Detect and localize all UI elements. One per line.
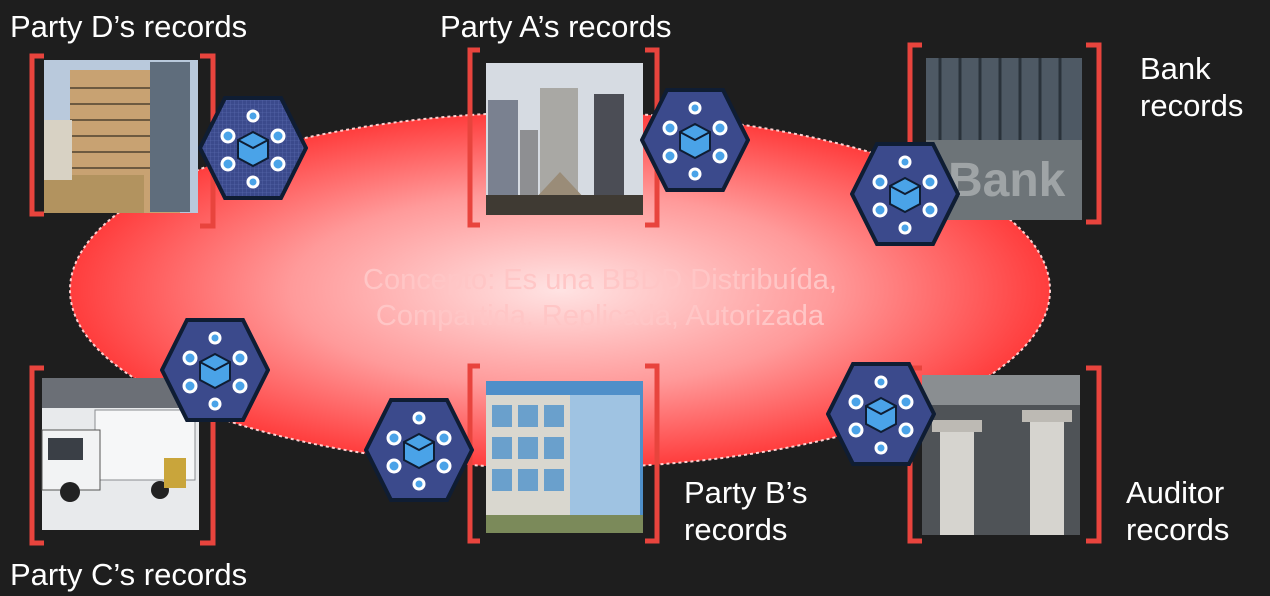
cube-icon bbox=[403, 432, 435, 470]
bracket-icon bbox=[1086, 42, 1102, 225]
delivery-truck-photo bbox=[41, 378, 199, 530]
ledger-node-icon bbox=[198, 96, 308, 200]
party-b-label: Party B’s records bbox=[684, 475, 808, 547]
bracket-icon bbox=[29, 365, 44, 546]
courthouse-columns-photo bbox=[922, 375, 1080, 535]
ledger-node-icon bbox=[826, 362, 936, 466]
office-building-photo bbox=[44, 60, 198, 213]
bank-building-photo bbox=[926, 58, 1082, 220]
bracket-icon bbox=[467, 47, 480, 228]
cube-icon bbox=[199, 352, 231, 390]
bank-sign-text: Bank bbox=[948, 154, 1066, 207]
auditor-label: Auditor records bbox=[1126, 475, 1230, 547]
bracket-icon bbox=[1086, 365, 1102, 544]
concept-line-1: Concepto: Es una BBDD Distribuída, bbox=[363, 264, 837, 296]
concept-text: Concepto: Es una BBDD Distribuída, Compa… bbox=[230, 262, 970, 334]
ledger-node-icon bbox=[850, 142, 960, 246]
ledger-node-icon bbox=[364, 398, 474, 502]
cube-icon bbox=[865, 396, 897, 434]
cube-icon bbox=[679, 122, 711, 160]
bracket-icon bbox=[645, 363, 660, 544]
ledger-node-icon bbox=[160, 318, 270, 422]
bank-label: Bank records bbox=[1140, 51, 1244, 123]
bracket-icon bbox=[29, 53, 44, 217]
party-d-label: Party D’s records bbox=[10, 9, 248, 44]
ledger-node-icon bbox=[640, 88, 750, 192]
city-skyline-photo bbox=[486, 63, 643, 215]
party-a-label: Party A’s records bbox=[440, 9, 672, 44]
concept-line-2: Compartida, Replicada, Autorizada bbox=[375, 300, 825, 332]
glass-office-building-photo bbox=[486, 381, 643, 533]
cube-icon bbox=[237, 130, 269, 168]
cube-icon bbox=[889, 176, 921, 214]
party-c-label: Party C’s records bbox=[10, 557, 248, 592]
